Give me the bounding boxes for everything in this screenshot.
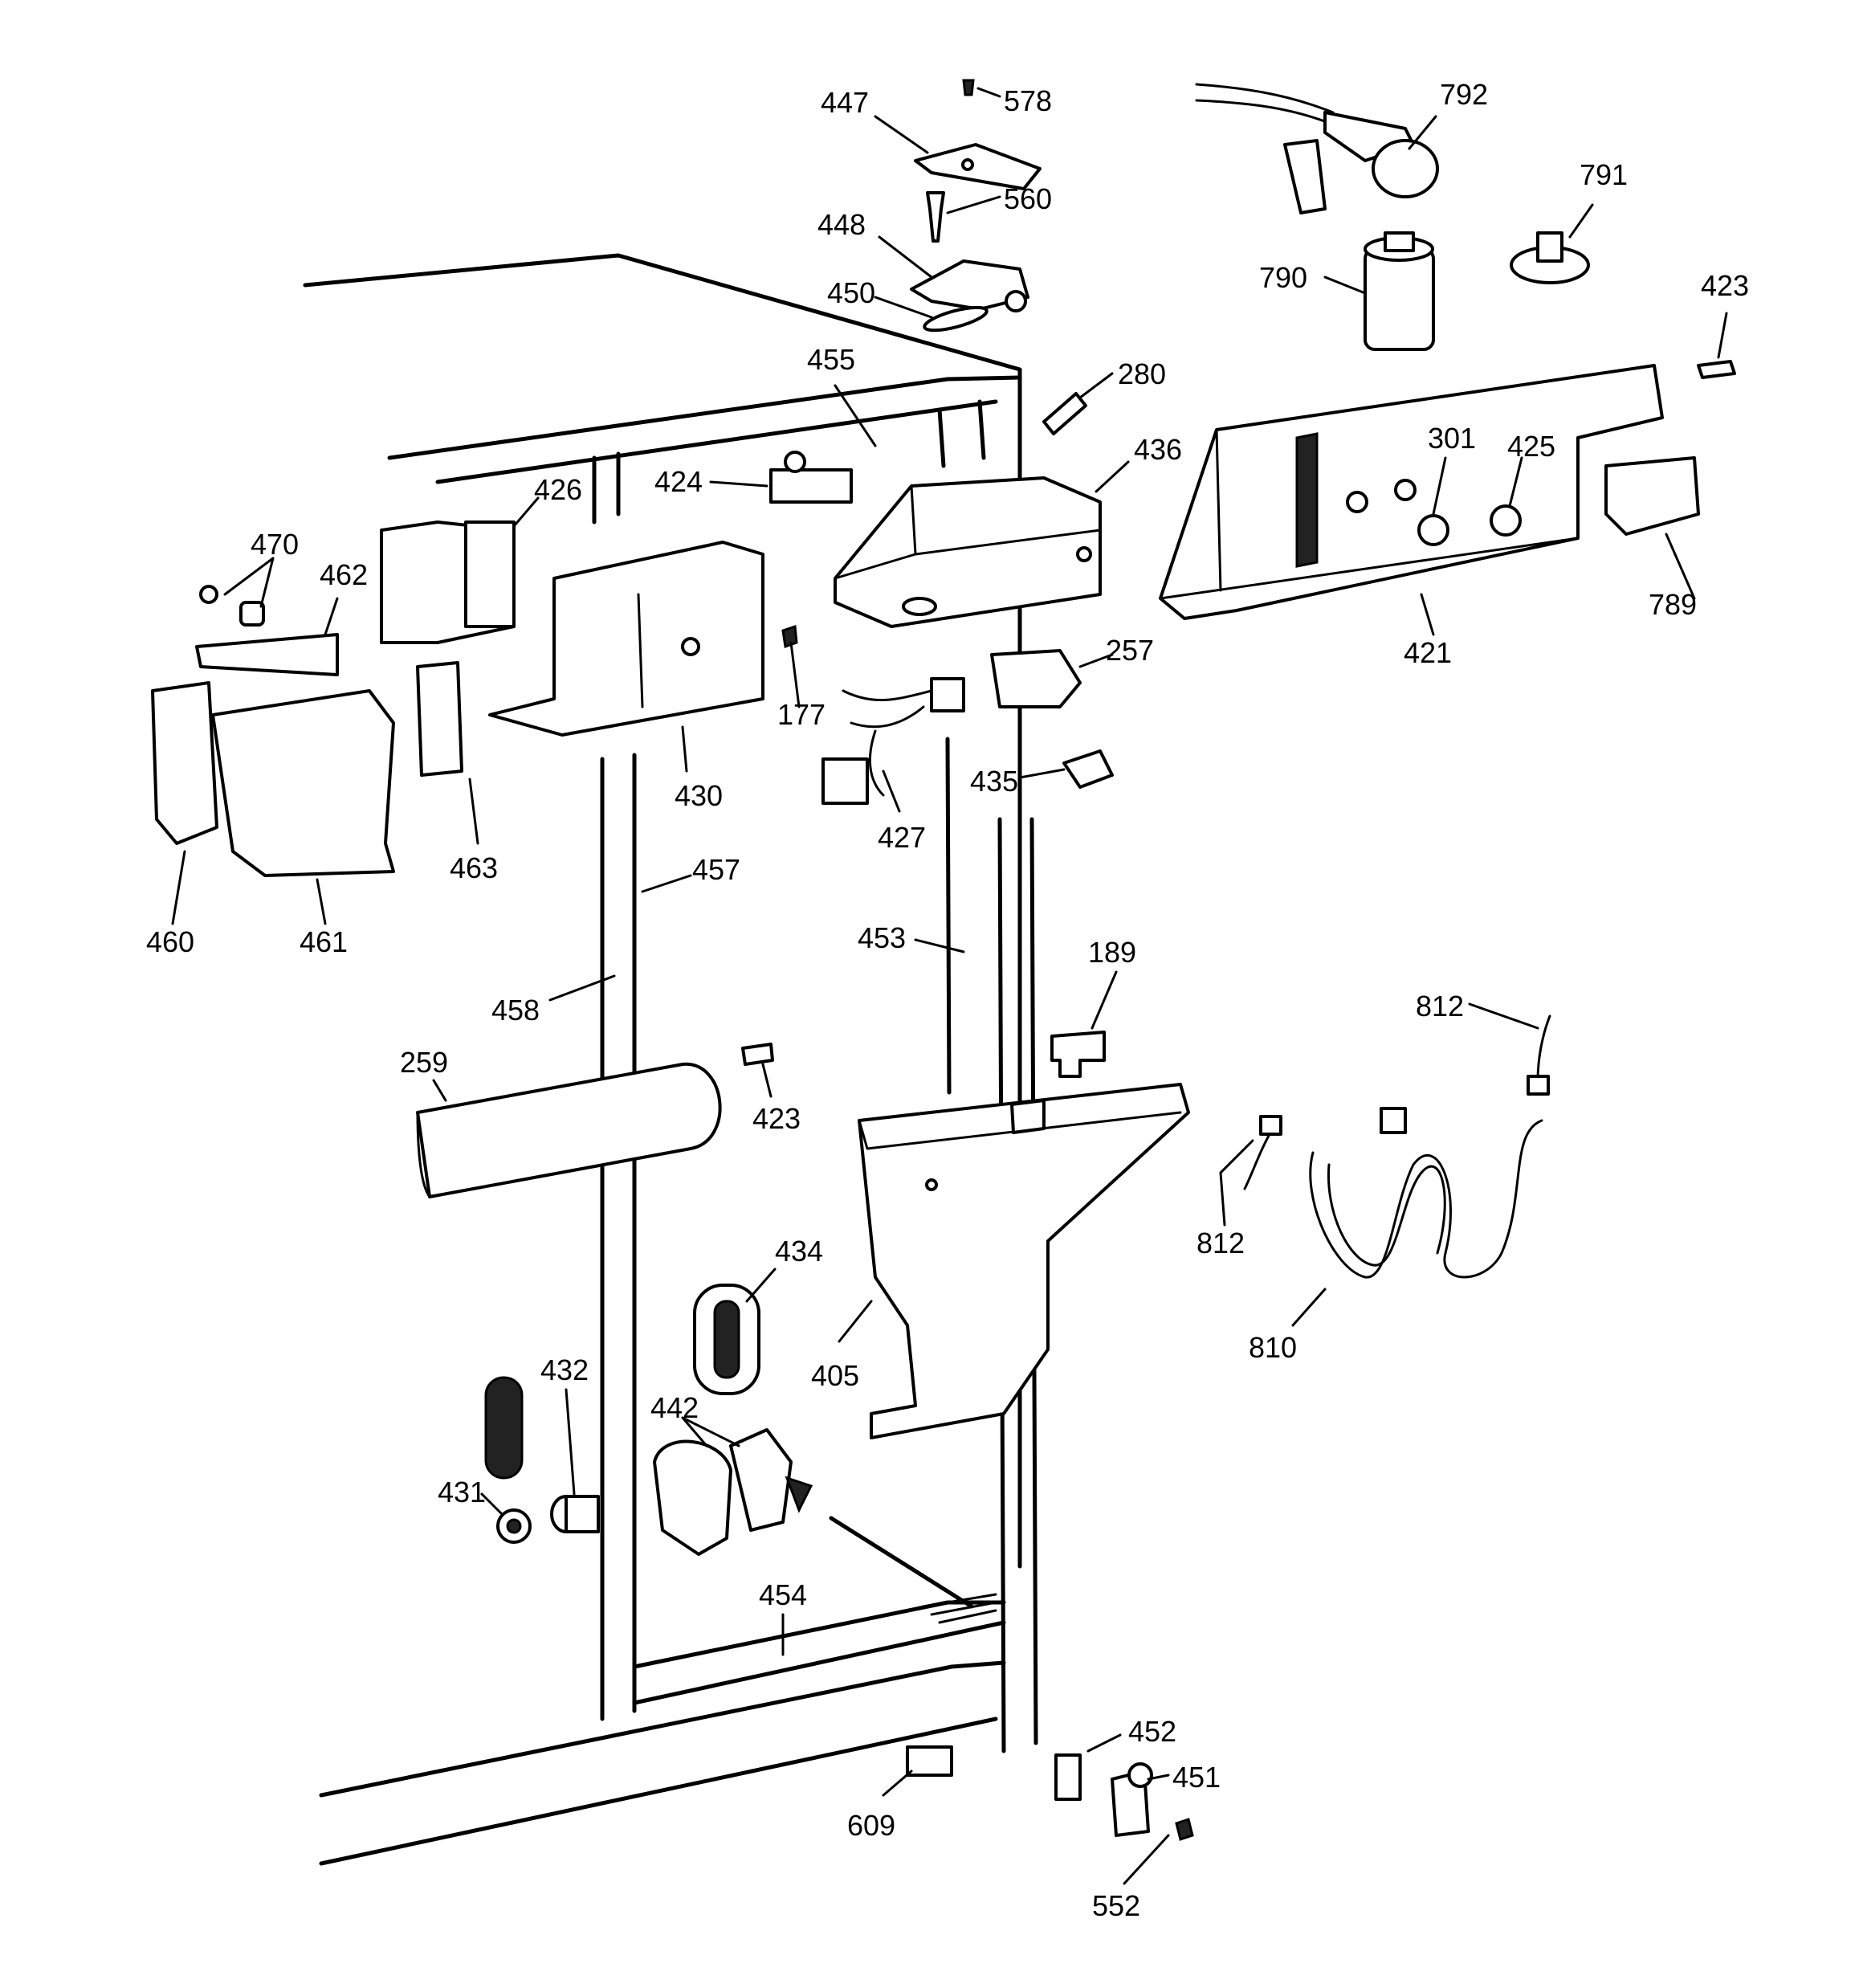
part-578-screw <box>962 79 975 96</box>
part-450-seal <box>923 305 989 333</box>
part-790-filter <box>1364 231 1435 351</box>
callout-453: 453 <box>858 921 906 954</box>
callout-455: 455 <box>807 343 855 376</box>
callout-421: 421 <box>1404 636 1452 669</box>
callout-454: 454 <box>759 1578 807 1611</box>
part-424-switch <box>769 451 853 504</box>
part-426-box <box>380 520 516 644</box>
part-812-hose-right <box>1527 1014 1551 1096</box>
callout-470: 470 <box>251 528 299 561</box>
part-609-switch <box>906 1745 953 1777</box>
part-432-grommet-tall <box>484 1376 524 1480</box>
part-792-valve <box>1195 83 1439 214</box>
callout-552: 552 <box>1092 1889 1140 1922</box>
part-451-clip <box>1111 1762 1153 1837</box>
part-435-cap <box>1062 749 1114 789</box>
callout-789: 789 <box>1649 588 1697 621</box>
part-259-shield <box>416 1062 722 1198</box>
part-791-cap <box>1510 231 1590 284</box>
part-423-connector-mid <box>741 1043 774 1066</box>
part-810-heater <box>1309 1107 1543 1279</box>
callout-560: 560 <box>1004 182 1052 215</box>
callout-790: 790 <box>1259 261 1307 294</box>
part-432-bushing <box>550 1495 600 1533</box>
part-460-frame <box>151 681 218 845</box>
part-447-cover <box>914 143 1042 190</box>
callout-452: 452 <box>1128 1715 1176 1748</box>
callout-461: 461 <box>300 925 348 958</box>
callout-792: 792 <box>1440 78 1488 111</box>
callout-426: 426 <box>534 473 582 506</box>
part-463-bracket <box>416 661 463 777</box>
callout-812-left: 812 <box>1196 1227 1245 1259</box>
part-461-guide <box>211 689 395 877</box>
callout-423-top: 423 <box>1701 269 1749 302</box>
part-462-plate <box>195 633 339 676</box>
callout-458: 458 <box>491 994 540 1027</box>
callout-810: 810 <box>1249 1331 1297 1364</box>
part-789-knob <box>1604 456 1700 536</box>
part-427-harness <box>821 677 965 805</box>
callout-463: 463 <box>450 851 498 884</box>
part-470-screw <box>199 585 265 627</box>
callout-447: 447 <box>821 86 869 119</box>
callout-280: 280 <box>1118 357 1166 390</box>
part-421-panel <box>1159 364 1664 620</box>
part-442-fan-motor <box>653 1428 813 1556</box>
part-431-grommet <box>496 1508 532 1544</box>
callout-448: 448 <box>817 208 866 241</box>
part-405-duct <box>858 1083 1190 1439</box>
callout-435: 435 <box>970 765 1018 798</box>
callout-436: 436 <box>1134 433 1182 466</box>
callout-457: 457 <box>692 853 740 886</box>
callout-432: 432 <box>540 1353 589 1386</box>
callout-434: 434 <box>775 1235 823 1268</box>
part-257-timer <box>990 649 1082 708</box>
part-189-tee <box>1050 1031 1106 1078</box>
callout-424: 424 <box>654 465 703 498</box>
callout-431: 431 <box>438 1476 486 1508</box>
cabinet-frame <box>303 253 1038 1866</box>
part-436-housing <box>834 476 1102 628</box>
callout-425: 425 <box>1507 430 1555 463</box>
part-448-bracket <box>910 259 1029 312</box>
part-552-screw <box>1175 1818 1194 1841</box>
callout-427: 427 <box>878 821 926 854</box>
part-560-screw <box>926 191 945 243</box>
part-434-grille <box>693 1284 760 1395</box>
callout-442: 442 <box>650 1391 699 1424</box>
callout-450: 450 <box>827 276 875 309</box>
callout-462: 462 <box>320 558 368 591</box>
callout-259: 259 <box>400 1046 448 1079</box>
callout-257: 257 <box>1106 634 1154 667</box>
callout-301: 301 <box>1428 422 1476 455</box>
callout-405: 405 <box>811 1359 859 1392</box>
callout-791: 791 <box>1580 158 1628 191</box>
callout-423-mid: 423 <box>752 1102 801 1135</box>
part-812-hose-left <box>1243 1115 1282 1190</box>
leader-lines <box>171 87 1728 1885</box>
callout-609: 609 <box>847 1809 895 1842</box>
callout-460: 460 <box>146 925 194 958</box>
callout-189: 189 <box>1088 936 1136 969</box>
callout-812-right: 812 <box>1416 990 1464 1023</box>
part-177-screw <box>781 624 798 649</box>
part-430-housing <box>488 541 764 737</box>
part-452-bracket <box>1054 1753 1082 1801</box>
callout-177: 177 <box>777 698 826 731</box>
callout-labels: 447 578 792 560 448 791 790 450 423 455 … <box>146 78 1749 1922</box>
callout-430: 430 <box>675 779 723 812</box>
part-423-connector-top <box>1697 360 1736 379</box>
callout-451: 451 <box>1172 1761 1221 1794</box>
callout-578: 578 <box>1004 84 1052 117</box>
part-280-tube <box>1042 392 1087 435</box>
